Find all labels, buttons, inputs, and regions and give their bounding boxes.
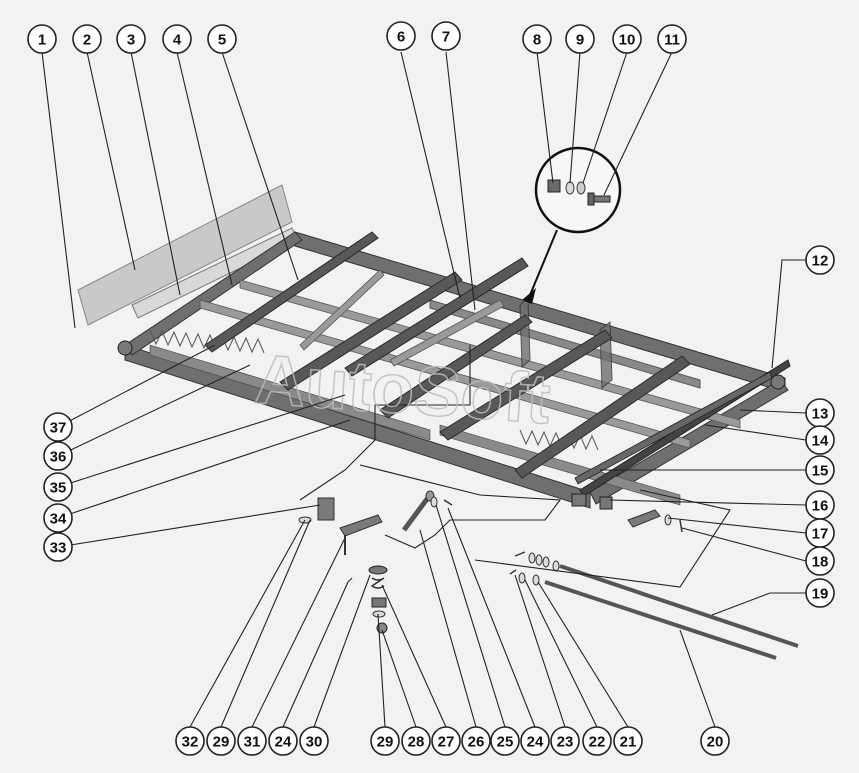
- svg-text:1: 1: [38, 32, 46, 49]
- callout-15: 15: [805, 455, 835, 485]
- long-rod-20: [544, 580, 777, 660]
- svg-text:8: 8: [533, 32, 541, 49]
- callout-33: 33: [43, 532, 73, 562]
- svg-text:24: 24: [275, 734, 292, 751]
- washer-icon: [565, 181, 575, 195]
- svg-text:32: 32: [182, 734, 199, 751]
- group-outlines: [299, 345, 731, 588]
- callout-17: 17: [805, 518, 835, 548]
- callout-12: 12: [805, 245, 835, 275]
- svg-text:28: 28: [408, 734, 425, 751]
- svg-text:16: 16: [812, 498, 829, 515]
- callout-32: 32: [175, 726, 205, 756]
- svg-text:30: 30: [306, 734, 323, 751]
- svg-text:29: 29: [213, 734, 230, 751]
- svg-text:12: 12: [812, 253, 829, 270]
- svg-text:36: 36: [50, 449, 67, 466]
- svg-text:6: 6: [397, 29, 405, 46]
- callout-25: 25: [490, 726, 520, 756]
- svg-text:2: 2: [83, 32, 91, 49]
- callout-8: 8: [522, 24, 552, 54]
- callout-4: 4: [162, 24, 192, 54]
- callout-35: 35: [43, 472, 73, 502]
- svg-text:37: 37: [50, 420, 67, 437]
- svg-text:5: 5: [218, 32, 226, 49]
- svg-text:9: 9: [576, 32, 584, 49]
- long-rod-19: [559, 564, 799, 648]
- svg-text:26: 26: [468, 734, 485, 751]
- callout-16: 16: [805, 490, 835, 520]
- svg-text:22: 22: [589, 734, 606, 751]
- bracket-15: [571, 493, 587, 507]
- lock-washer-icon: [576, 181, 586, 195]
- svg-text:34: 34: [50, 511, 67, 528]
- svg-text:7: 7: [442, 29, 450, 46]
- callout-34: 34: [43, 503, 73, 533]
- svg-text:3: 3: [127, 32, 135, 49]
- callout-26: 26: [461, 726, 491, 756]
- pivot-right: [770, 374, 786, 390]
- nut-icon: [547, 179, 561, 193]
- knife-teeth-left: [149, 329, 431, 441]
- svg-text:14: 14: [812, 433, 829, 450]
- callout-6: 6: [386, 21, 416, 51]
- callout-27: 27: [431, 726, 461, 756]
- svg-text:11: 11: [664, 32, 680, 49]
- pivot-left: [117, 340, 133, 356]
- callout-10: 10: [612, 24, 642, 54]
- svg-text:33: 33: [50, 540, 67, 557]
- callout-21: 21: [613, 726, 643, 756]
- callout-22: 22: [582, 726, 612, 756]
- callout-29-b: 29: [370, 726, 400, 756]
- callout-18: 18: [805, 546, 835, 576]
- callout-3: 3: [116, 24, 146, 54]
- callout-13: 13: [805, 398, 835, 428]
- rake-bars: [204, 231, 691, 479]
- svg-text:10: 10: [619, 32, 636, 49]
- callout-5: 5: [207, 24, 237, 54]
- svg-text:31: 31: [244, 734, 261, 751]
- callout-11: 11: [657, 24, 687, 54]
- main-frame: [124, 231, 789, 509]
- svg-text:17: 17: [812, 526, 829, 543]
- callout-20: 20: [700, 726, 730, 756]
- svg-text:35: 35: [50, 480, 67, 497]
- svg-text:23: 23: [557, 734, 574, 751]
- callout-1: 1: [27, 24, 57, 54]
- bolt-icon: [591, 195, 611, 203]
- shield-plate: [77, 184, 293, 326]
- callout-37: 37: [43, 412, 73, 442]
- svg-text:19: 19: [812, 586, 829, 603]
- callout-36: 36: [43, 441, 73, 471]
- callout-2: 2: [72, 24, 102, 54]
- svg-text:21: 21: [620, 734, 637, 751]
- svg-text:29: 29: [377, 734, 394, 751]
- svg-text:18: 18: [812, 554, 829, 571]
- svg-text:24: 24: [527, 734, 544, 751]
- callout-23: 23: [550, 726, 580, 756]
- svg-text:20: 20: [707, 734, 724, 751]
- svg-text:13: 13: [812, 406, 829, 423]
- bracket-16: [599, 496, 613, 510]
- callout-24-b: 24: [520, 726, 550, 756]
- svg-text:25: 25: [497, 734, 514, 751]
- callout-14: 14: [805, 425, 835, 455]
- detail-magnifier: [522, 146, 622, 304]
- callout-31: 31: [237, 726, 267, 756]
- callout-19: 19: [805, 578, 835, 608]
- svg-text:4: 4: [173, 32, 182, 49]
- callout-30: 30: [299, 726, 329, 756]
- callout-24-a: 24: [268, 726, 298, 756]
- callout-29-a: 29: [206, 726, 236, 756]
- callout-9: 9: [565, 24, 595, 54]
- callout-7: 7: [431, 21, 461, 51]
- callout-28: 28: [401, 726, 431, 756]
- exploded-hardware: [298, 490, 799, 660]
- leader-lines: [41, 51, 807, 728]
- svg-text:15: 15: [812, 463, 829, 480]
- svg-text:27: 27: [438, 734, 455, 751]
